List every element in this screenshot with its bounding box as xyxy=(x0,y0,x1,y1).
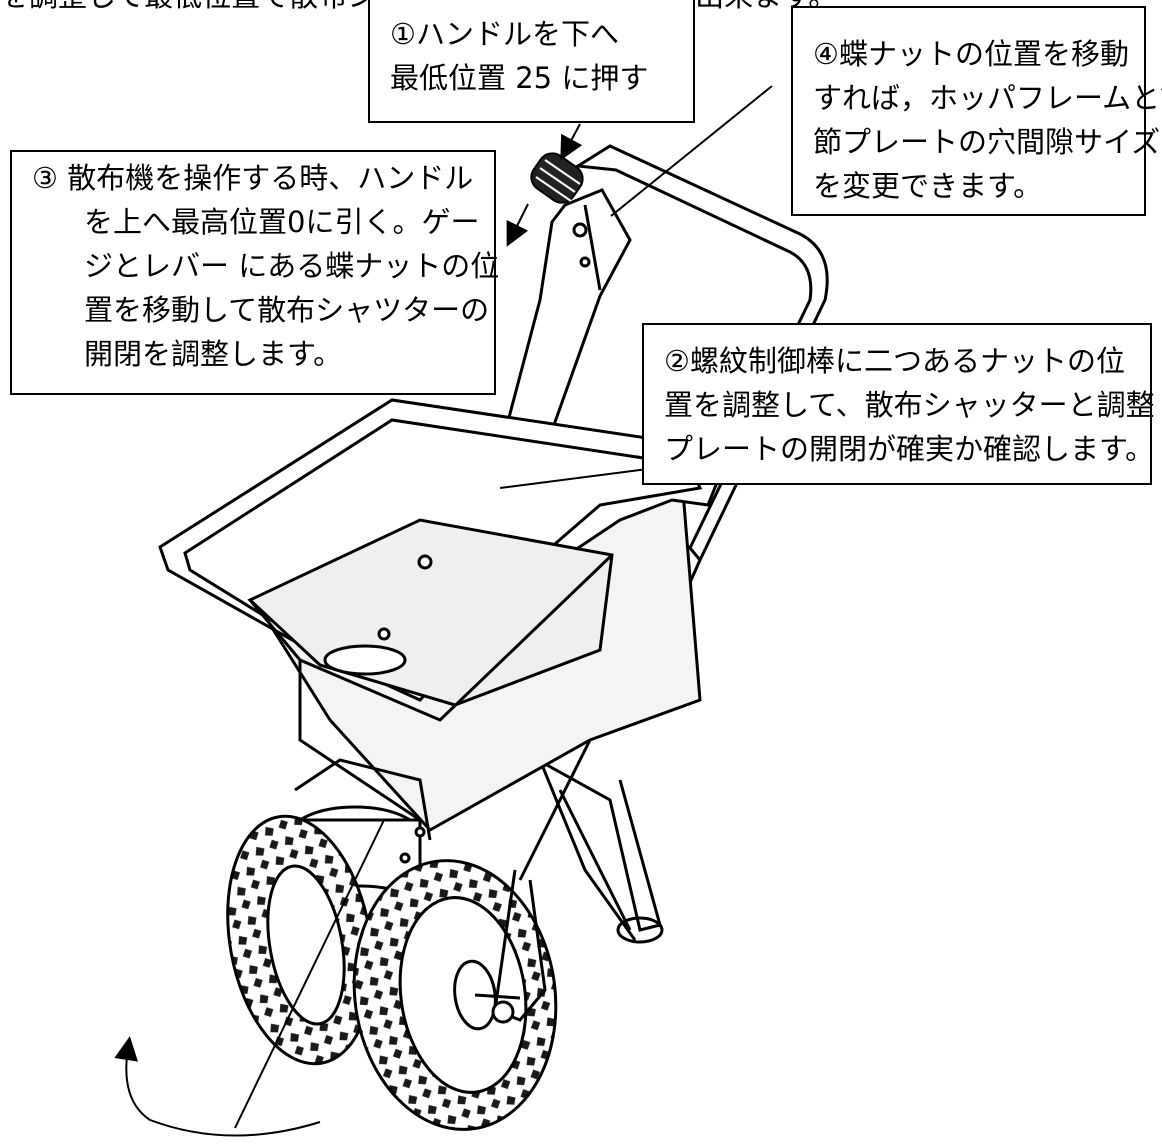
callout-step-3: ③ 散布機を操作する時、ハンドル を上へ最高位置0に引く。ゲー ジとレバー にあ… xyxy=(10,150,500,395)
push-arrow-icon xyxy=(506,123,583,247)
hopper xyxy=(158,398,718,832)
callout-step-3-line: 置を移動して散布シャツターの xyxy=(84,293,490,327)
callout-step-4-line: を変更できます。 xyxy=(813,169,1043,203)
axle-fork xyxy=(491,739,592,1024)
callout-step-3-line: ジとレバー にある蝶ナットの位 xyxy=(84,249,500,283)
callout-step-2-line: ②螺紋制御棒に二つあるナットの位 xyxy=(664,344,1125,378)
callout-step-4: ④蝶ナットの位置を移動 すれば，ホッパフレームと調 節プレートの穴間隙サイズ を… xyxy=(791,6,1162,216)
support-frame xyxy=(519,748,664,944)
callout-step-4-line: すれば，ホッパフレームと調 xyxy=(813,81,1162,115)
callout-step-4-line: ④蝶ナットの位置を移動 xyxy=(813,37,1129,71)
callout-step-2: ②螺紋制御棒に二つあるナットの位 置を調整して、散布シャッターと調整 プレートの… xyxy=(642,323,1155,485)
callout-step-3-line: ③ 散布機を操作する時、ハンドル xyxy=(32,161,474,195)
callout-step-2-line: プレートの開閉が確実か確認します。 xyxy=(664,432,1155,466)
callout-step-3-line: 開閉を調整します。 xyxy=(84,337,343,371)
rotation-arrow-icon xyxy=(114,1036,321,1137)
handle-grip xyxy=(530,152,584,204)
callout-step-1-line: ①ハンドルを下へ xyxy=(390,17,619,51)
callout-step-1-line: 最低位置 25 に押す xyxy=(390,61,649,95)
leader-lines xyxy=(234,85,773,1129)
callout-step-4-line: 節プレートの穴間隙サイズ xyxy=(813,125,1161,159)
left-wheel xyxy=(226,814,374,1066)
callout-step-3-line: を上へ最高位置0に引く。ゲー xyxy=(84,205,480,239)
callout-step-2-line: 置を調整して、散布シャッターと調整 xyxy=(664,388,1155,422)
callout-step-1: ①ハンドルを下へ 最低位置 25 に押す xyxy=(368,0,695,123)
